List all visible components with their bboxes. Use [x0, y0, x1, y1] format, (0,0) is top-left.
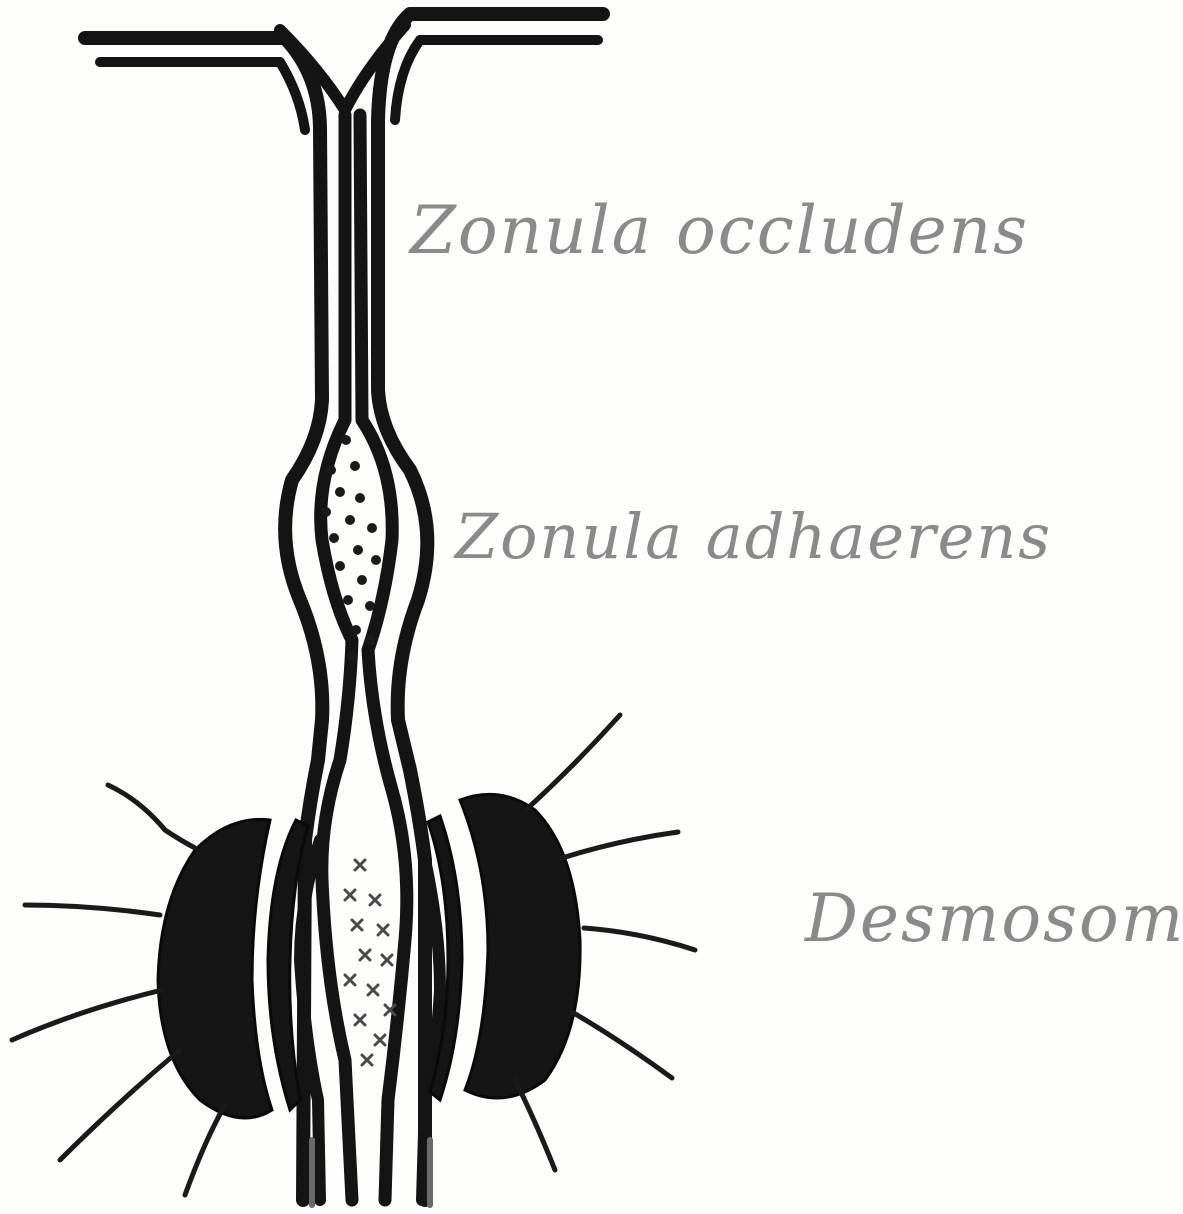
label-desmosome: Desmosome [805, 880, 1183, 957]
left-desmosome-plaque [158, 819, 272, 1118]
right-outer-membrane-b [395, 40, 598, 120]
label-zonula-adhaerens: Zonula adhaerens [455, 500, 1052, 573]
left-outer-membrane-b [100, 62, 305, 130]
desmosome-core-marks [345, 860, 395, 1065]
right-desmosome-plaque [460, 794, 580, 1098]
label-zonula-occludens: Zonula occludens [410, 192, 1029, 269]
